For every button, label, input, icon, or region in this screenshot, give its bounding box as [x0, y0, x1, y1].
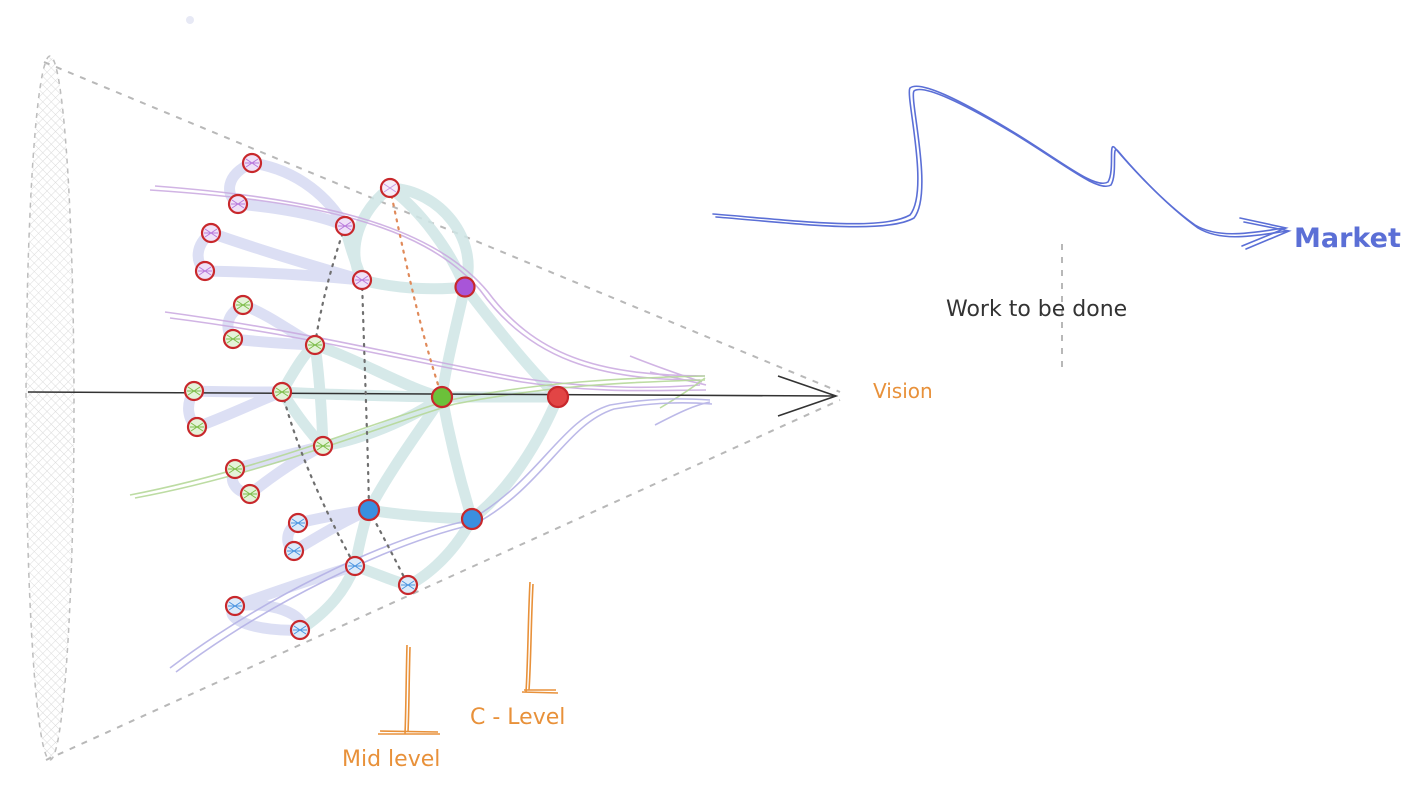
node-blue-solid-right — [460, 507, 484, 531]
cone-base — [25, 55, 75, 761]
node-purple-group — [194, 152, 401, 291]
orange-dotted-connector — [388, 186, 444, 399]
market-squiggle-arrow — [712, 85, 1292, 250]
key-nodes — [357, 276, 570, 531]
mid-level-label: Mid level — [342, 747, 440, 772]
node-purple-solid — [454, 276, 476, 298]
small-nodes — [183, 152, 419, 641]
cone-outline — [43, 61, 841, 761]
node-blue-solid-left — [357, 498, 381, 522]
market-label: Market — [1294, 223, 1401, 254]
stray-dot — [186, 16, 194, 24]
c-level-label: C - Level — [470, 705, 565, 730]
vision-label: Vision — [873, 379, 933, 403]
node-blue-group — [224, 512, 419, 641]
mid-level-marker — [378, 644, 440, 735]
work-to-be-done-label: Work to be done — [946, 297, 1127, 322]
c-level-marker — [521, 581, 559, 694]
node-green-group — [183, 294, 334, 505]
node-green-solid — [430, 385, 454, 409]
node-red-solid — [546, 385, 570, 409]
blue-flow-lines — [169, 398, 713, 673]
